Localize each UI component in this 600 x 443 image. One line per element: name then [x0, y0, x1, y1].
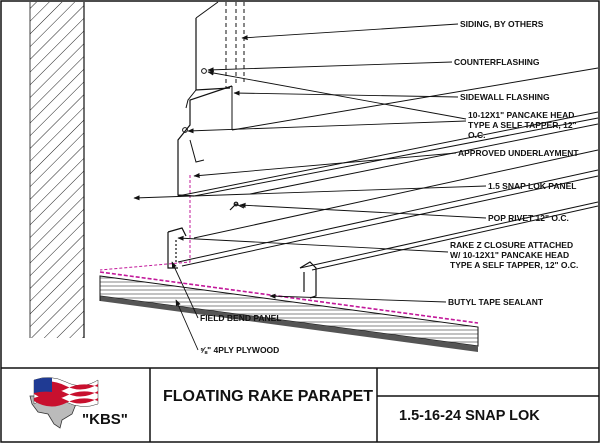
label-field-bend: FIELD BEND PANEL — [200, 313, 282, 323]
label-rake-z-1: RAKE Z CLOSURE ATTACHED — [450, 240, 573, 250]
panel-seam — [299, 261, 317, 299]
parapet-wall — [29, 2, 85, 338]
label-screw-2: TYPE A SELF TAPPER, 12" — [468, 120, 577, 130]
flag-logo — [29, 377, 99, 429]
label-counterflashing: COUNTERFLASHING — [454, 57, 540, 67]
label-rake-z-3: TYPE A SELF TAPPER, 12" O.C. — [450, 260, 578, 270]
leader-lines — [133, 23, 487, 351]
title-block — [1, 367, 599, 442]
label-rake-z-2: W/ 10-12X1" PANCAKE HEAD — [450, 250, 569, 260]
siding — [225, 2, 245, 88]
label-siding: SIDING, BY OTHERS — [460, 19, 544, 29]
label-screw-3: O.C. — [468, 130, 485, 140]
label-plywood: ⅝" 4PLY PLYWOOD — [200, 345, 279, 355]
panel-outline — [177, 67, 599, 271]
plywood-deck — [99, 275, 479, 352]
product-code: 1.5-16-24 SNAP LOK — [399, 408, 540, 424]
underlayment-line — [99, 175, 479, 324]
label-sidewall-flashing: SIDEWALL FLASHING — [460, 92, 550, 102]
drawing-title: FLOATING RAKE PARAPET — [163, 388, 374, 405]
label-underlayment: APPROVED UNDERLAYMENT — [458, 148, 579, 158]
counterflashing — [185, 1, 231, 109]
sidewall-flashing — [177, 85, 233, 197]
label-pop-rivet: POP RIVET 12" O.C. — [488, 213, 569, 223]
callout-labels: SIDING, BY OTHERS COUNTERFLASHING SIDEWA… — [200, 19, 579, 355]
us-flag-icon — [33, 377, 99, 407]
label-screw-1: 10-12X1" PANCAKE HEAD — [468, 110, 574, 120]
label-panel: 1.5 SNAP LOK PANEL — [488, 181, 576, 191]
company-name: "KBS" — [82, 411, 128, 428]
label-butyl: BUTYL TAPE SEALANT — [448, 297, 544, 307]
